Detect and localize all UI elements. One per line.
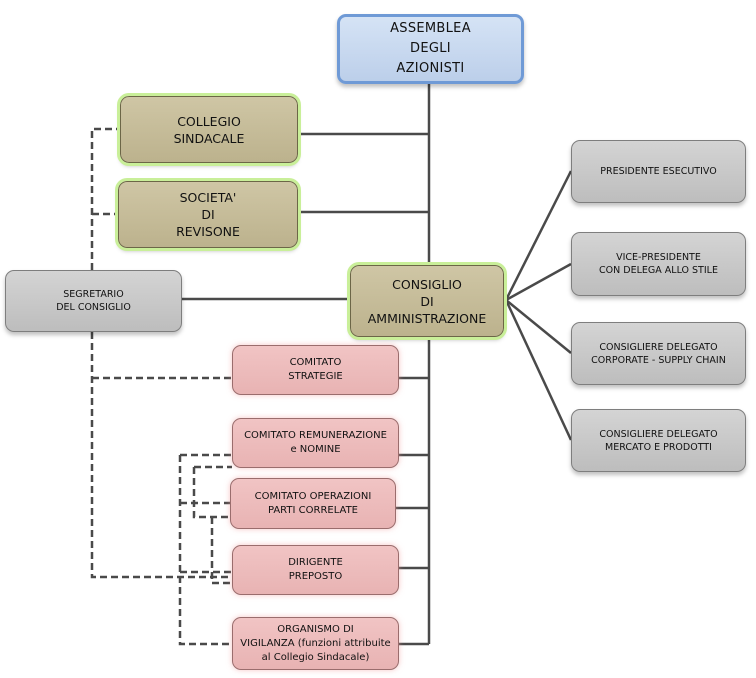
node-consiglio-amministrazione: CONSIGLIO DI AMMINISTRAZIONE: [347, 262, 507, 340]
node-organismo-vigilanza: ORGANISMO DI VIGILANZA (funzioni attribu…: [232, 617, 399, 670]
dashed-segretario-dirigente: [90, 332, 232, 579]
node-label: CONSIGLIO DI AMMINISTRAZIONE: [367, 276, 487, 326]
node-societa-revisione: SOCIETA' DI REVISONE: [115, 178, 301, 251]
link-presidente: [504, 170, 573, 301]
node-collegio-sindacale: COLLEGIO SINDACALE: [117, 93, 301, 166]
node-assemblea-azionisti: ASSEMBLEA DEGLI AZIONISTI: [337, 14, 524, 84]
link-vice: [505, 262, 572, 302]
dashed-vigilanza-bus: [178, 455, 232, 646]
node-label: PRESIDENTE ESECUTIVO: [600, 166, 717, 177]
node-label: COMITATO REMUNERAZIONE e NOMINE: [244, 430, 387, 455]
node-comitato-strategie: COMITATO STRATEGIE: [232, 345, 399, 395]
node-label: COMITATO OPERAZIONI PARTI CORRELATE: [254, 490, 372, 516]
node-label: ORGANISMO DI VIGILANZA (funzioni attribu…: [240, 623, 391, 663]
node-comitato-operazioni: COMITATO OPERAZIONI PARTI CORRELATE: [230, 478, 396, 529]
dashed-remunerazione-dirigente: [192, 467, 232, 519]
node-comitato-remunerazione: COMITATO REMUNERAZIONE e NOMINE: [232, 418, 399, 468]
node-segretario-consiglio: SEGRETARIO DEL CONSIGLIO: [5, 270, 182, 332]
dashed-segretario-collegio: [90, 127, 120, 270]
node-label: VICE-PRESIDENTE CON DELEGA ALLO STILE: [599, 252, 718, 276]
node-consigliere-mercato: CONSIGLIERE DELEGATO MERCATO E PRODOTTI: [571, 409, 746, 472]
node-label: CONSIGLIERE DELEGATO MERCATO E PRODOTTI: [599, 428, 718, 453]
dashed-operazioni-dirigente: [210, 517, 232, 585]
node-vice-presidente: VICE-PRESIDENTE CON DELEGA ALLO STILE: [571, 232, 746, 296]
node-label: ASSEMBLEA DEGLI AZIONISTI: [390, 21, 471, 76]
node-label: COMITATO STRATEGIE: [288, 357, 343, 382]
node-label: CONSIGLIERE DELEGATO CORPORATE - SUPPLY …: [591, 341, 726, 366]
node-label: COLLEGIO SINDACALE: [173, 113, 245, 146]
link-corporate: [505, 299, 572, 354]
link-mercato: [504, 299, 573, 441]
node-label: SEGRETARIO DEL CONSIGLIO: [56, 289, 131, 313]
node-consigliere-corporate: CONSIGLIERE DELEGATO CORPORATE - SUPPLY …: [571, 322, 746, 385]
node-label: DIRIGENTE PREPOSTO: [288, 557, 343, 582]
node-dirigente-preposto: DIRIGENTE PREPOSTO: [232, 545, 399, 595]
node-label: SOCIETA' DI REVISONE: [176, 190, 240, 239]
node-presidente-esecutivo: PRESIDENTE ESECUTIVO: [571, 140, 746, 203]
